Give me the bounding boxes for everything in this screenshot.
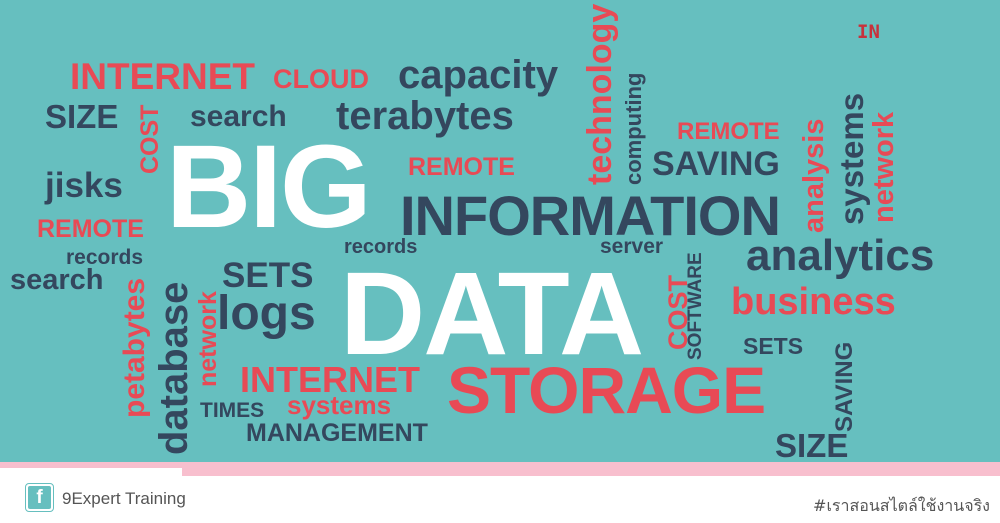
word-cloud-term: CLOUD [273,64,369,94]
word-business: business [731,281,896,323]
word-sets: SETS [222,256,314,295]
footer-accent-band [0,462,1000,476]
word-in: IN [857,21,880,43]
word-size: SIZE [775,427,849,464]
word-analysis: analysis [798,118,830,233]
word-cost: COST [136,104,164,174]
word-petabytes: petabytes [118,277,151,418]
word-saving: SAVING [652,145,780,183]
word-records: records [344,236,418,258]
word-search: search [10,264,104,296]
hashtag: #เราสอนสไตล์ใช้งานจริง [813,496,990,515]
word-storage: STORAGE [447,353,766,427]
word-big: BIG [166,121,372,253]
word-size: SIZE [45,98,119,135]
word-internet: INTERNET [240,359,420,400]
word-internet: INTERNET [70,56,255,97]
word-capacity: capacity [398,53,559,97]
word-remote: REMOTE [408,153,515,181]
footer [0,476,1000,523]
word-logs: logs [217,287,316,340]
word-network: network [868,111,900,223]
word-computing: computing [621,72,646,185]
word-cloud: INTERNET CLOUD capacity terabytes techno… [0,0,1000,468]
word-information: INFORMATION [400,184,781,247]
word-systems: systems [833,92,870,225]
word-jisks: jisks [45,166,123,205]
word-remote: REMOTE [37,215,144,243]
footer-tab [0,468,182,482]
word-sets: SETS [743,333,804,359]
word-search: search [190,100,287,133]
word-server: server [600,235,664,258]
word-software: SOFTWARE [685,252,706,360]
word-technology: technology [581,3,619,185]
word-systems: systems [287,390,392,420]
word-remote: REMOTE [677,118,780,145]
word-records: records [66,246,144,269]
word-data: DATA [340,248,644,380]
brand-name: 9Expert Training [62,489,186,508]
word-saving: SAVING [831,341,858,432]
word-database: database [152,281,196,455]
word-times: TIMES [200,399,265,422]
facebook-icon[interactable]: f [25,483,54,512]
word-analytics: analytics [746,231,935,280]
word-management: MANAGEMENT [246,419,428,447]
word-terabytes: terabytes [336,94,514,138]
